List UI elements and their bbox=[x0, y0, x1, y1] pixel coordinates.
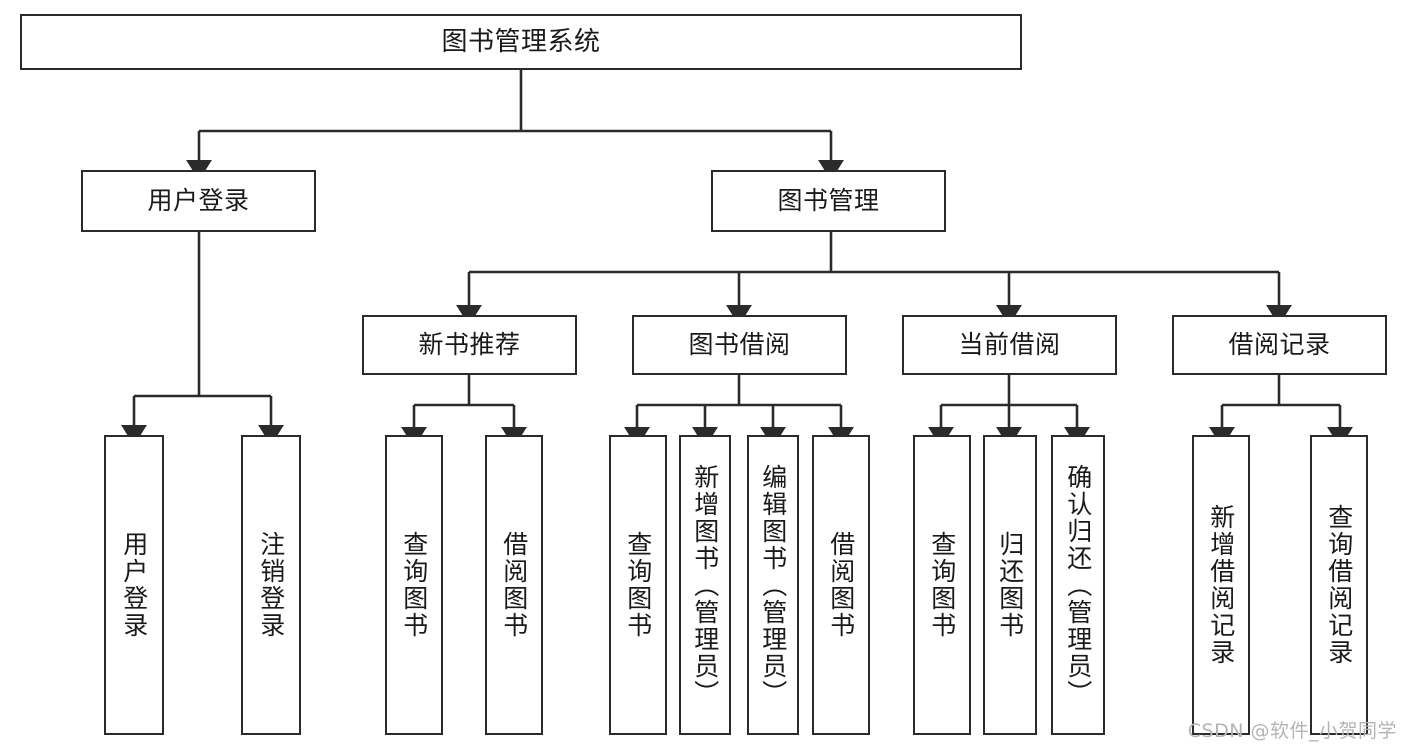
leaf-query-book[interactable]: 查询图书 bbox=[609, 435, 667, 735]
node-label: 当前借阅 bbox=[958, 330, 1061, 360]
node-borrow-records[interactable]: 借阅记录 bbox=[1172, 315, 1387, 375]
watermark-text: CSDN @软件_小贺同学 bbox=[1187, 720, 1397, 742]
node-label: 确认归还（管理员） bbox=[1063, 463, 1093, 707]
node-book-borrow[interactable]: 图书借阅 bbox=[632, 315, 847, 375]
node-user-login[interactable]: 用户登录 bbox=[81, 170, 316, 232]
leaf-query-book-recommend[interactable]: 查询图书 bbox=[385, 435, 443, 735]
leaf-query-borrow-record[interactable]: 查询借阅记录 bbox=[1310, 435, 1368, 735]
node-label: 图书管理 bbox=[777, 186, 880, 216]
node-label: 用户登录 bbox=[119, 531, 149, 639]
node-root-system[interactable]: 图书管理系统 bbox=[20, 14, 1022, 70]
node-label: 新增图书（管理员） bbox=[690, 463, 720, 707]
node-label: 用户登录 bbox=[147, 186, 250, 216]
node-book-management[interactable]: 图书管理 bbox=[711, 170, 946, 232]
node-label: 查询图书 bbox=[399, 531, 429, 639]
node-label: 图书管理系统 bbox=[441, 26, 601, 57]
leaf-user-logout[interactable]: 注销登录 bbox=[241, 435, 301, 735]
leaf-query-book-current[interactable]: 查询图书 bbox=[913, 435, 971, 735]
leaf-borrow-book[interactable]: 借阅图书 bbox=[812, 435, 870, 735]
leaf-return-book[interactable]: 归还图书 bbox=[983, 435, 1037, 735]
node-label: 注销登录 bbox=[256, 531, 286, 639]
node-label: 编辑图书（管理员） bbox=[758, 463, 788, 707]
node-label: 查询图书 bbox=[927, 531, 957, 639]
node-label: 查询图书 bbox=[623, 531, 653, 639]
node-label: 查询借阅记录 bbox=[1324, 504, 1354, 666]
node-label: 借阅记录 bbox=[1228, 330, 1331, 360]
node-label: 借阅图书 bbox=[826, 531, 856, 639]
node-label: 新增借阅记录 bbox=[1206, 504, 1236, 666]
node-label: 借阅图书 bbox=[499, 531, 529, 639]
leaf-borrow-book-recommend[interactable]: 借阅图书 bbox=[485, 435, 543, 735]
node-new-book-recommend[interactable]: 新书推荐 bbox=[362, 315, 577, 375]
node-label: 新书推荐 bbox=[418, 330, 521, 360]
leaf-add-book-admin[interactable]: 新增图书（管理员） bbox=[679, 435, 731, 735]
node-label: 归还图书 bbox=[995, 531, 1025, 639]
node-current-borrow[interactable]: 当前借阅 bbox=[902, 315, 1117, 375]
leaf-confirm-return-admin[interactable]: 确认归还（管理员） bbox=[1051, 435, 1105, 735]
leaf-add-borrow-record[interactable]: 新增借阅记录 bbox=[1192, 435, 1250, 735]
leaf-user-login[interactable]: 用户登录 bbox=[104, 435, 164, 735]
node-label: 图书借阅 bbox=[688, 330, 791, 360]
leaf-edit-book-admin[interactable]: 编辑图书（管理员） bbox=[747, 435, 799, 735]
